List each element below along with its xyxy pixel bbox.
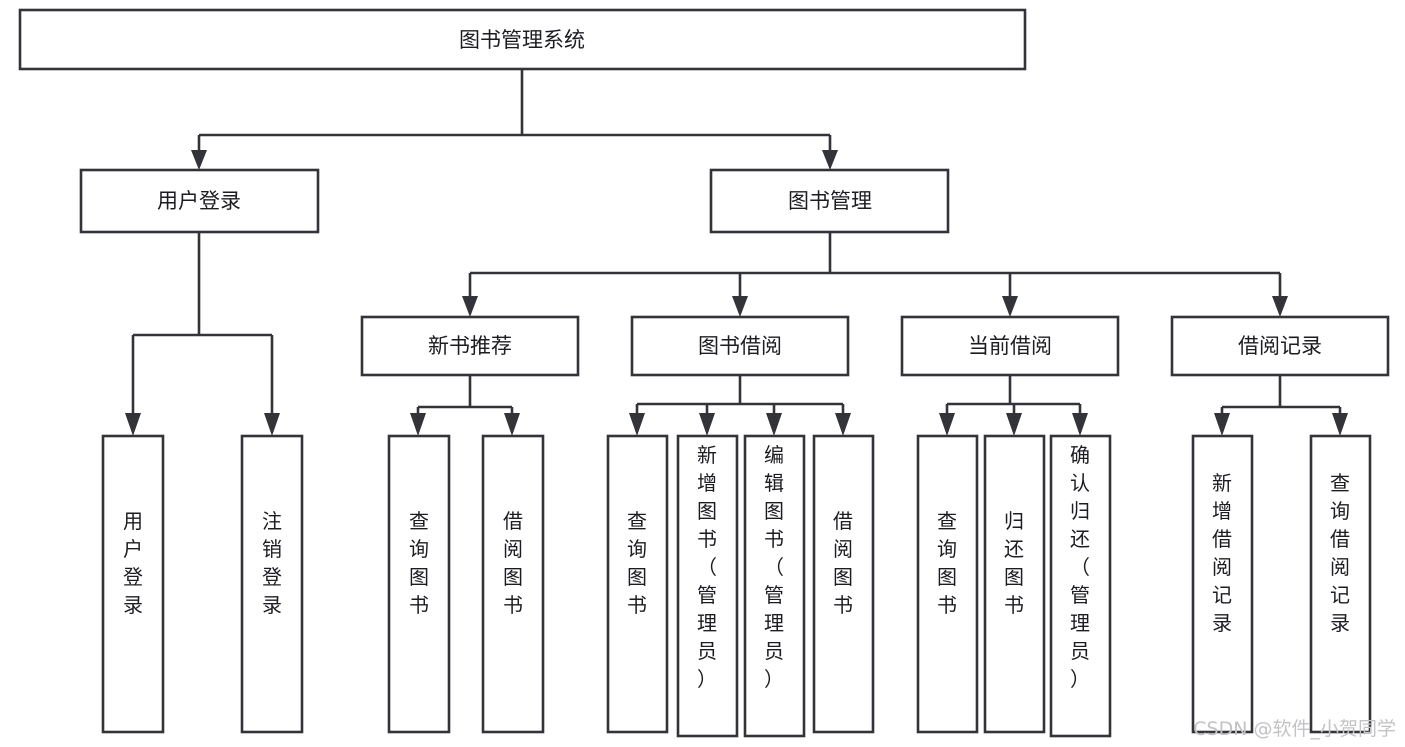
leaf-user-login-label: 用户登录 xyxy=(123,509,143,617)
node-current-box[interactable] xyxy=(900,315,1120,377)
arrow-leaf-query-record xyxy=(1332,413,1348,436)
leaf-confirm-return-label: 确认归还（管理员） xyxy=(1070,443,1090,691)
arrow-leaf-query-book-3 xyxy=(939,413,955,436)
node-bookmgmt-label: 图书管理 xyxy=(788,189,872,213)
leaf-user-login-box[interactable] xyxy=(101,434,165,734)
arrow-leaf-add-book xyxy=(699,413,715,436)
arrow-leaf-edit-book xyxy=(766,413,782,436)
leaf-borrow-book-2-label: 借阅图书 xyxy=(833,509,853,617)
leaf-query-book-1[interactable]: 查询图书 xyxy=(387,434,451,734)
arrow-leaf-confirm-return xyxy=(1072,413,1088,436)
leaf-query-record[interactable]: 查询借阅记录 xyxy=(1309,434,1372,734)
leaf-borrow-book-2-box[interactable] xyxy=(812,434,875,734)
arrow-leaf-query-book-2 xyxy=(629,413,645,436)
leaf-add-record-label: 新增借阅记录 xyxy=(1212,471,1232,635)
leaf-borrow-book-1-label: 借阅图书 xyxy=(503,509,523,617)
arrow-leaf-user-logout xyxy=(264,413,280,436)
arrow-to-newbook xyxy=(462,296,478,317)
watermark-text: CSDN @软件_小贺同学 xyxy=(1193,718,1396,740)
leaf-query-book-3-label: 查询图书 xyxy=(937,509,957,617)
arrow-leaf-add-record xyxy=(1214,413,1230,436)
leaf-edit-book-box[interactable] xyxy=(743,434,806,738)
arrow-to-bookmgmt xyxy=(822,150,838,170)
node-records-box[interactable] xyxy=(1170,315,1390,377)
leaf-query-book-3[interactable]: 查询图书 xyxy=(916,434,979,734)
leaf-query-record-box[interactable] xyxy=(1309,434,1372,734)
leaf-borrow-book-1-box[interactable] xyxy=(481,434,545,734)
arrow-leaf-user-login xyxy=(125,413,141,436)
leaf-user-login[interactable]: 用户登录 xyxy=(101,434,165,734)
leaf-user-logout-box[interactable] xyxy=(240,434,304,734)
node-login-label: 用户登录 xyxy=(157,189,241,213)
arrow-leaf-return-book xyxy=(1006,413,1022,436)
leaf-query-book-3-box[interactable] xyxy=(916,434,979,734)
leaf-add-record[interactable]: 新增借阅记录 xyxy=(1191,434,1254,734)
node-borrow-box[interactable] xyxy=(630,315,850,377)
node-current[interactable]: 当前借阅 xyxy=(900,315,1120,377)
leaf-edit-book[interactable]: 编辑图书（管理员） xyxy=(743,434,806,738)
node-bookmgmt-box[interactable] xyxy=(709,168,950,234)
leaf-borrow-book-2[interactable]: 借阅图书 xyxy=(812,434,875,734)
leaf-borrow-book-1[interactable]: 借阅图书 xyxy=(481,434,545,734)
leaf-query-book-1-label: 查询图书 xyxy=(409,509,429,617)
leaf-add-book-box[interactable] xyxy=(676,434,739,738)
leaf-query-book-2-box[interactable] xyxy=(606,434,669,734)
leaf-return-book-label: 归还图书 xyxy=(1004,509,1024,617)
connector-layer xyxy=(125,69,1348,436)
leaf-confirm-return-box[interactable] xyxy=(1049,434,1112,738)
node-bookmgmt[interactable]: 图书管理 xyxy=(709,168,950,234)
leaf-return-book[interactable]: 归还图书 xyxy=(983,434,1046,734)
leaf-query-book-1-box[interactable] xyxy=(387,434,451,734)
arrow-to-records xyxy=(1272,296,1288,317)
leaf-return-book-box[interactable] xyxy=(983,434,1046,734)
leaf-user-logout-label: 注销登录 xyxy=(262,509,282,617)
arrow-to-borrow xyxy=(732,296,748,317)
leaf-user-logout[interactable]: 注销登录 xyxy=(240,434,304,734)
leaf-add-book-label: 新增图书（管理员） xyxy=(697,443,717,691)
node-records-label: 借阅记录 xyxy=(1238,334,1322,358)
leaf-add-record-box[interactable] xyxy=(1191,434,1254,734)
arrow-to-login xyxy=(191,150,207,170)
node-borrow-label: 图书借阅 xyxy=(698,334,782,358)
arrow-leaf-query-book-1 xyxy=(410,413,426,436)
node-root-box[interactable] xyxy=(18,8,1027,71)
leaf-query-book-2-label: 查询图书 xyxy=(627,509,647,617)
node-login-box[interactable] xyxy=(79,168,320,234)
arrow-leaf-borrow-book-2 xyxy=(835,413,851,436)
node-root-label: 图书管理系统 xyxy=(459,28,585,52)
node-newbook-box[interactable] xyxy=(360,315,580,377)
leaf-confirm-return[interactable]: 确认归还（管理员） xyxy=(1049,434,1112,738)
node-borrow[interactable]: 图书借阅 xyxy=(630,315,850,377)
node-newbook[interactable]: 新书推荐 xyxy=(360,315,580,377)
node-records[interactable]: 借阅记录 xyxy=(1170,315,1390,377)
node-current-label: 当前借阅 xyxy=(968,334,1052,358)
leaf-add-book[interactable]: 新增图书（管理员） xyxy=(676,434,739,738)
node-login[interactable]: 用户登录 xyxy=(79,168,320,234)
node-root[interactable]: 图书管理系统 xyxy=(18,8,1027,71)
arrow-leaf-borrow-book-1 xyxy=(504,413,520,436)
node-newbook-label: 新书推荐 xyxy=(428,334,512,358)
leaf-query-record-label: 查询借阅记录 xyxy=(1330,471,1350,635)
leaf-edit-book-label: 编辑图书（管理员） xyxy=(764,443,784,691)
leaf-query-book-2[interactable]: 查询图书 xyxy=(606,434,669,734)
arrow-to-current xyxy=(1002,296,1018,317)
